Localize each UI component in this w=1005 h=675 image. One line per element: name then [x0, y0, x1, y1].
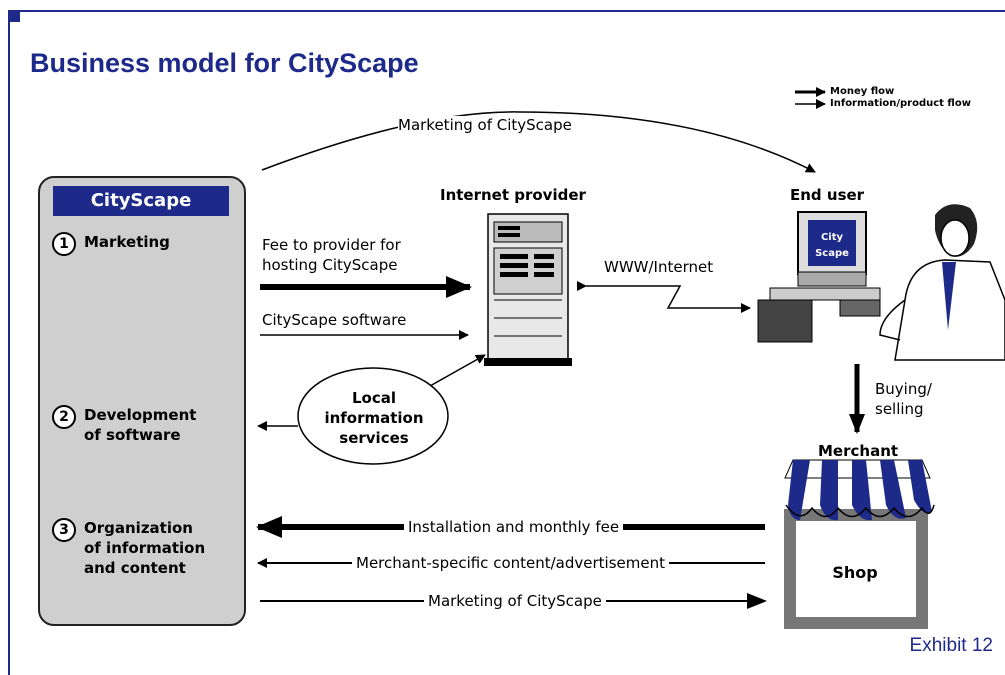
exhibit-label: Exhibit 12	[909, 635, 993, 656]
page-title: Business model for CityScape	[30, 48, 419, 78]
panel-title: CityScape	[53, 186, 229, 216]
item-3-line-1: Organization	[84, 519, 193, 537]
panel-item-organization: 3 Organization of information and content	[52, 518, 205, 578]
frame-top-border	[8, 10, 1005, 12]
item-number-3: 3	[52, 518, 76, 542]
local-info-line-3: services	[339, 429, 409, 447]
person-icon	[879, 204, 1005, 361]
top-marketing-arc	[261, 111, 816, 173]
item-number-2: 2	[52, 405, 76, 429]
legend-info-flow: Information/product flow	[830, 98, 971, 109]
merchant-label: Merchant	[818, 442, 899, 460]
item-2-line-1: Development	[84, 406, 197, 424]
local-info-ellipse	[297, 367, 449, 465]
local-info-line-1: Local	[351, 389, 397, 407]
legend-money-flow: Money flow	[830, 86, 895, 97]
item-1-line-1: Marketing	[84, 233, 170, 251]
item-3-line-2: of information	[84, 539, 206, 557]
fee-label-line1: Fee to provider for	[262, 236, 401, 254]
panel-item-development: 2 Development of software	[52, 405, 196, 445]
frame-left-border	[8, 10, 10, 675]
local-info-line-2: information	[324, 409, 424, 427]
panel-item-marketing: 1 Marketing	[52, 232, 170, 256]
monitor-text-2: Scape	[815, 248, 849, 259]
monitor-text-1: City	[821, 232, 844, 243]
item-3-line-3: and content	[84, 559, 186, 577]
buying-selling-line2: selling	[875, 400, 924, 418]
fee-label-line2: hosting CityScape	[262, 256, 398, 274]
end-user-label: End user	[790, 186, 865, 204]
www-internet-label: WWW/Internet	[604, 258, 714, 276]
buying-selling-line1: Buying/	[875, 380, 932, 398]
top-marketing-label: Marketing of CityScape	[398, 116, 572, 134]
computer-icon	[757, 211, 881, 343]
shop-label: Shop	[832, 563, 878, 582]
item-number-1: 1	[52, 232, 76, 256]
software-label: CityScape software	[262, 311, 407, 329]
shop-icon	[784, 459, 935, 629]
item-2-line-2: of software	[84, 426, 181, 444]
bottom-marketing-label: Marketing of CityScape	[424, 592, 606, 610]
local-info-to-server-arrow	[429, 354, 486, 387]
www-internet-link	[577, 281, 751, 313]
corner-square	[8, 10, 20, 22]
local-info-label: Local information services	[300, 388, 448, 448]
server-icon	[484, 213, 572, 366]
merchant-content-label: Merchant-specific content/advertisement	[352, 554, 669, 572]
internet-provider-label: Internet provider	[440, 186, 586, 204]
installation-label: Installation and monthly fee	[404, 518, 624, 536]
